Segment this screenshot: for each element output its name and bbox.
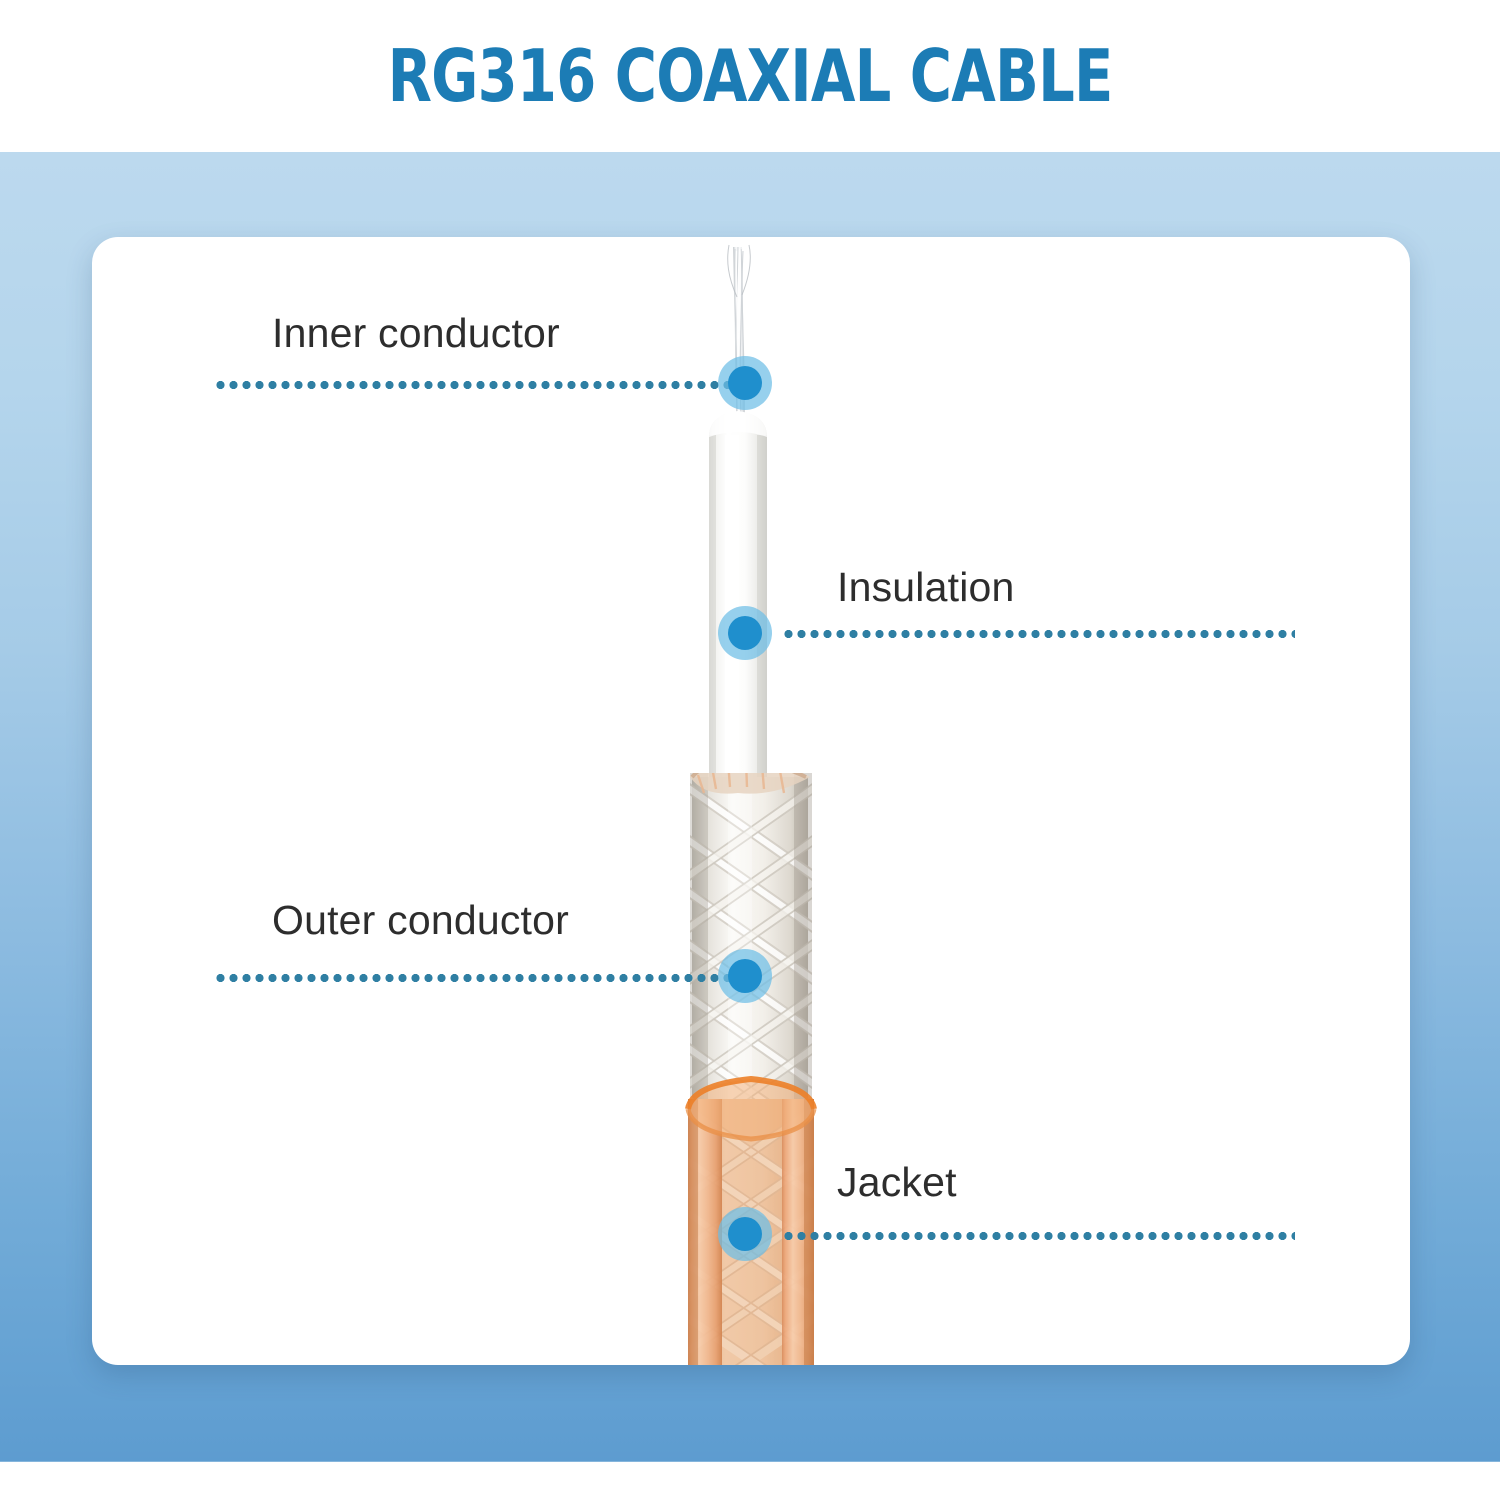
page-title: RG316 COAXIAL CABLE	[387, 34, 1114, 118]
callout-dot-icon-inner-conductor[interactable]	[718, 356, 772, 410]
callout-dot-icon-outer-conductor[interactable]	[718, 949, 772, 1003]
callout-dot-icon-insulation[interactable]	[718, 606, 772, 660]
callout-dot-core	[728, 366, 762, 400]
leader-line-insulation	[782, 630, 1295, 638]
leader-line-outer-conductor	[214, 974, 734, 982]
callout-label-inner-conductor: Inner conductor	[272, 310, 560, 356]
leader-line-inner-conductor	[214, 381, 734, 389]
diagram-card: Inner conductor Insulation Outer conduct…	[92, 237, 1410, 1365]
layer-insulation	[709, 411, 767, 777]
callout-dot-core	[728, 1217, 762, 1251]
callout-dot-icon-jacket[interactable]	[718, 1207, 772, 1261]
title-bar: RG316 COAXIAL CABLE	[0, 0, 1500, 152]
leader-line-jacket	[782, 1232, 1295, 1240]
callout-dot-core	[728, 616, 762, 650]
callout-label-outer-conductor: Outer conductor	[272, 897, 569, 943]
callout-label-jacket: Jacket	[837, 1159, 957, 1205]
callout-label-insulation: Insulation	[837, 564, 1015, 610]
callout-dot-core	[728, 959, 762, 993]
